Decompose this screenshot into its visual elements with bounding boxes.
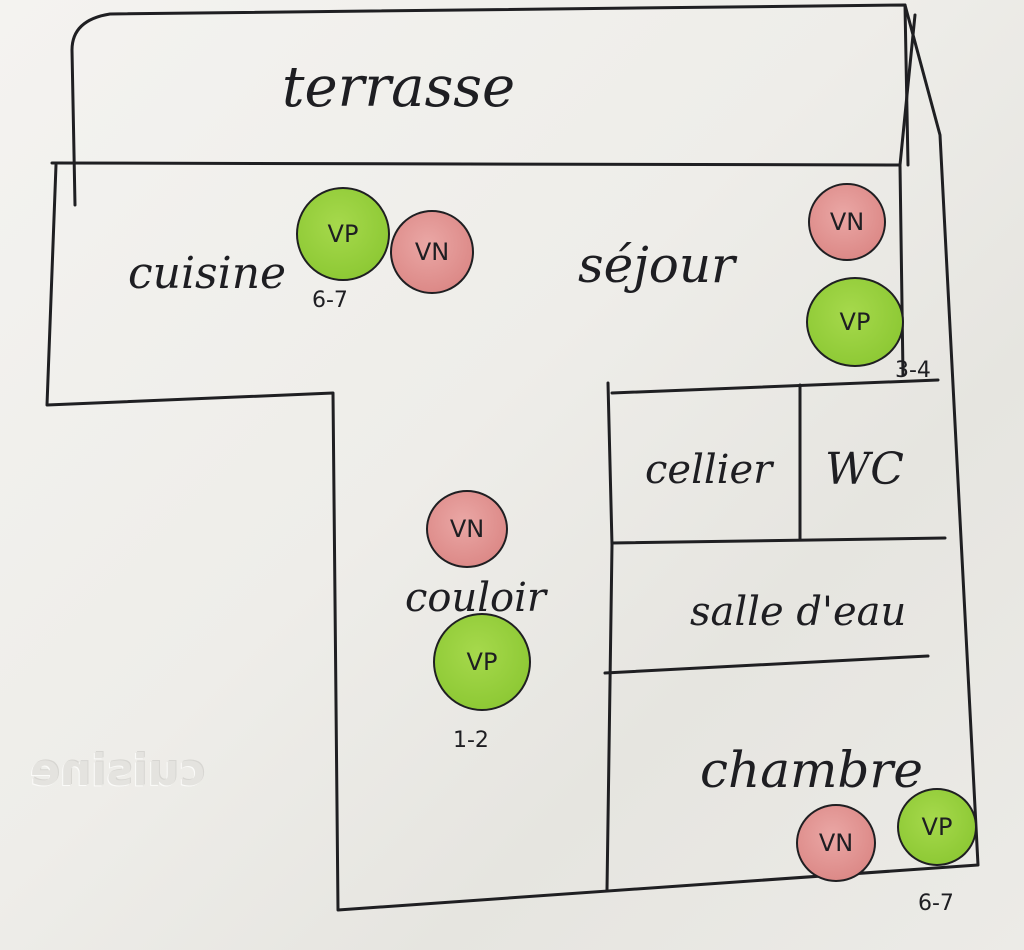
room-label-cellier: cellier [645,447,773,493]
room-label-salle-deau: salle d'eau [690,589,907,635]
range-cuisine: 6-7 [312,288,348,313]
marker-vn-couloir: VN [426,490,508,568]
room-label-chambre: chambre [700,741,923,799]
marker-vp-cuisine: VP [296,187,390,281]
cellier-block-wall [605,381,614,892]
marker-vn-chambre: VN [796,804,876,882]
cellier-top-wall [610,378,940,395]
room-label-couloir: couloir [405,575,547,621]
marker-vp-chambre: VP [897,788,977,866]
range-chambre: 6-7 [918,891,954,916]
cellier-bottom-wall [610,536,947,545]
marker-vn-sejour: VN [808,183,886,261]
room-label-terrasse: terrasse [282,55,516,120]
terrasse-wall [70,3,910,207]
terrasse-divider [50,161,902,167]
room-label-wc: WC [825,444,904,495]
salle-deau-divider [603,654,930,675]
room-label-sejour: séjour [578,236,735,294]
marker-vp-couloir: VP [433,613,531,711]
outer-wall [45,3,980,912]
room-label-cuisine: cuisine [128,248,287,299]
range-couloir: 1-2 [453,728,489,753]
east-inner-wall [898,13,917,377]
marker-vn-cuisine: VN [390,210,474,294]
range-sejour: 3-4 [895,358,931,383]
marker-vp-sejour: VP [806,277,904,367]
